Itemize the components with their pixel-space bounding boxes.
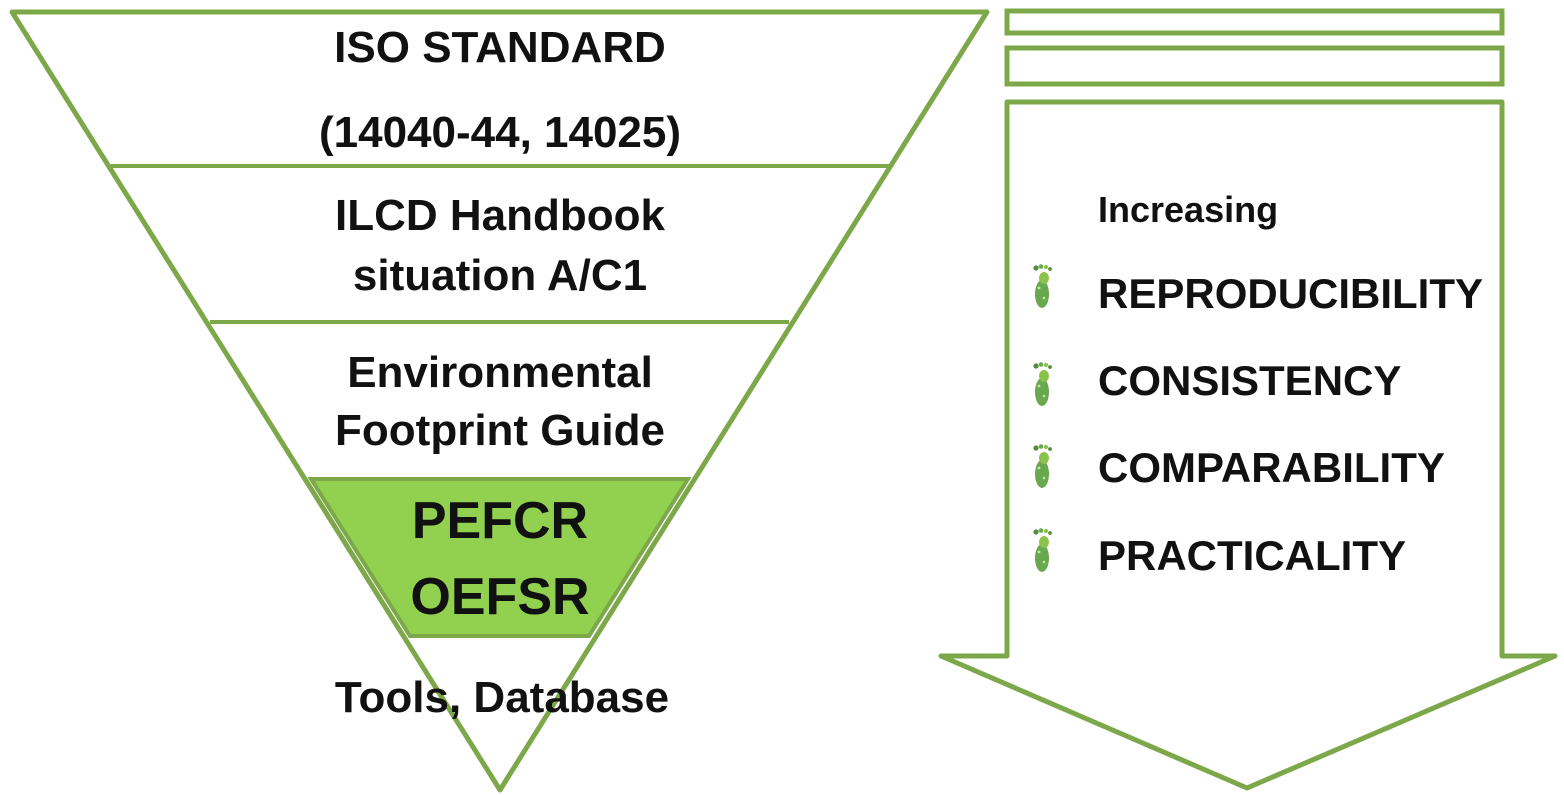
tier-label: ISO STANDARD bbox=[334, 23, 666, 72]
tier-label: PEFCR bbox=[412, 492, 588, 550]
arrow-body bbox=[938, 99, 1558, 791]
arrow-item-label: CONSISTENCY bbox=[1098, 357, 1401, 404]
arrow-item-practicality: PRACTICALITY bbox=[1033, 528, 1406, 579]
hierarchy-funnel: ISO STANDARD (14040-44, 14025) ILCD Hand… bbox=[9, 9, 990, 793]
tier-label: situation A/C1 bbox=[353, 251, 647, 300]
tier-label: Footprint Guide bbox=[335, 406, 665, 455]
tier-label: OEFSR bbox=[410, 568, 589, 626]
arrow-item-label: COMPARABILITY bbox=[1098, 444, 1445, 491]
arrow-stripe-top bbox=[1004, 8, 1505, 36]
tier-label: ILCD Handbook bbox=[335, 191, 666, 240]
arrow-item-consistency: CONSISTENCY bbox=[1033, 357, 1401, 406]
funnel-body bbox=[9, 9, 990, 793]
arrow-item-reproducibility: REPRODUCIBILITY bbox=[1033, 264, 1483, 317]
arrow-stripe-middle bbox=[1004, 45, 1505, 87]
tier-iso-standard: ISO STANDARD (14040-44, 14025) bbox=[319, 23, 681, 157]
arrow-item-label: PRACTICALITY bbox=[1098, 532, 1406, 579]
increasing-arrow: Increasing REPRODUCIBILITY CONSISTENCY C… bbox=[938, 8, 1558, 791]
tier-ilcd-handbook: ILCD Handbook situation A/C1 bbox=[335, 191, 666, 300]
tier-pefcr-oefsr: PEFCR OEFSR bbox=[410, 492, 589, 626]
tier-label: Environmental bbox=[347, 348, 653, 397]
tier-tools-database: Tools, Database bbox=[335, 673, 669, 722]
arrow-item-label: REPRODUCIBILITY bbox=[1098, 270, 1483, 317]
tier-label: (14040-44, 14025) bbox=[319, 108, 681, 157]
tier-label: Tools, Database bbox=[335, 673, 669, 722]
arrow-heading: Increasing bbox=[1098, 189, 1278, 230]
tier-environmental-footprint-guide: Environmental Footprint Guide bbox=[335, 348, 665, 455]
arrow-item-comparability: COMPARABILITY bbox=[1033, 444, 1445, 491]
